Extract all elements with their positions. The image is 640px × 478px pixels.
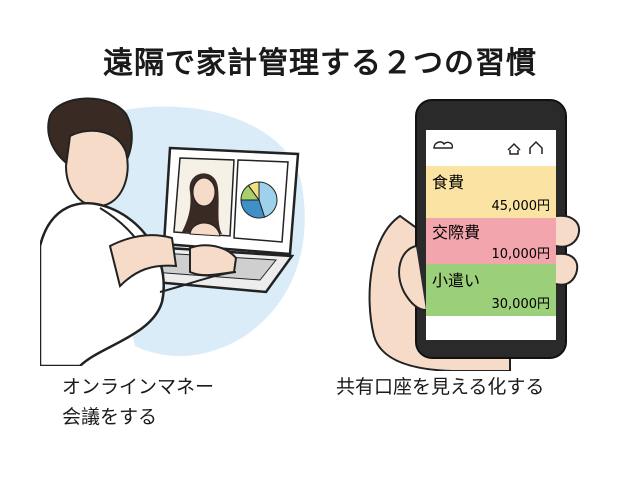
pie-slice <box>258 181 278 218</box>
pie-chart-icon <box>240 181 278 219</box>
budget-row-food <box>426 166 556 218</box>
budget-amount: 30,000円 <box>492 297 551 312</box>
budget-amount: 10,000円 <box>492 247 551 262</box>
pie-slice <box>247 181 260 202</box>
budget-label: 小遣い <box>432 271 480 290</box>
finger-icon <box>555 252 579 286</box>
caption-online-meeting: オンラインマネー 会議をする <box>62 372 214 432</box>
finger-icon <box>555 214 580 248</box>
thumb-icon <box>398 245 427 311</box>
shared-account-phone-illustration: 食費 45,000円 交際費 10,000円 小遣い 30,000円 <box>368 99 580 371</box>
home-icon <box>507 142 521 155</box>
budget-label: 交際費 <box>432 223 480 242</box>
cloud-icon <box>433 141 454 149</box>
caption-line: 共有口座を見える化する <box>336 376 545 398</box>
page-title: 遠隔で家計管理する２つの習慣 <box>103 46 537 81</box>
budget-row-allowance <box>426 264 556 316</box>
online-money-meeting-illustration <box>40 97 305 366</box>
laptop-icon <box>107 146 300 294</box>
video-call-participant-icon <box>182 173 222 237</box>
person-icon-small <box>529 140 543 154</box>
caption-line: 会議をする <box>62 406 158 428</box>
caption-shared-account: 共有口座を見える化する <box>336 372 544 402</box>
person-icon <box>40 97 238 366</box>
budget-amount: 45,000円 <box>492 199 551 214</box>
caption-line: オンラインマネー <box>62 376 215 398</box>
pie-slice <box>240 199 266 219</box>
budget-label: 食費 <box>432 173 464 192</box>
budget-row-social <box>426 218 556 264</box>
